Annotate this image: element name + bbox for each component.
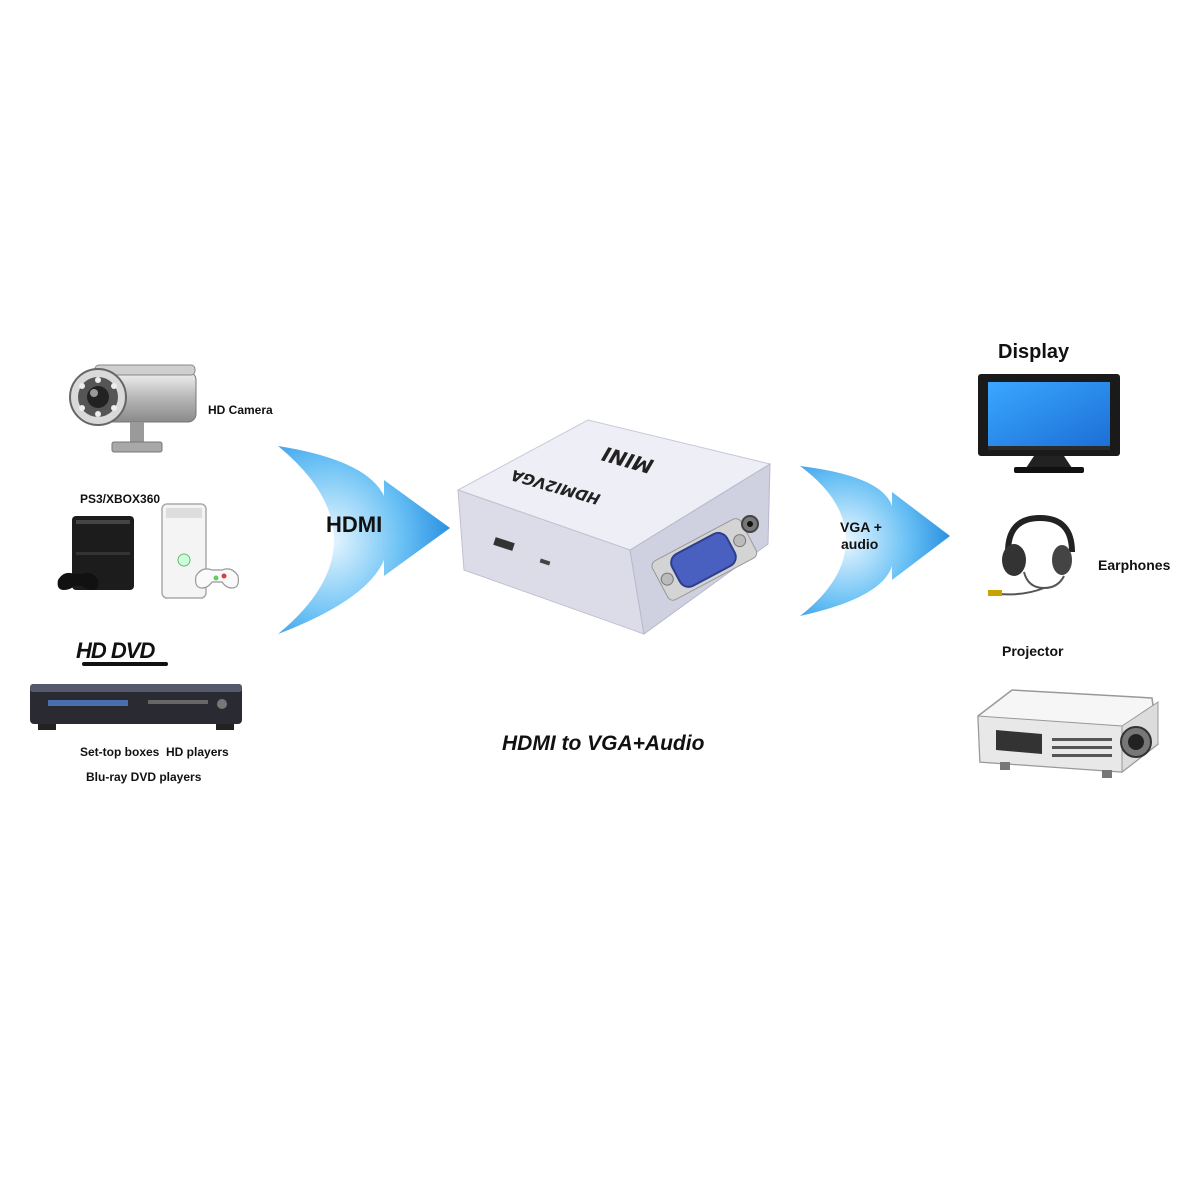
display-label: Display [998,341,1070,363]
set-top-boxes-label: Set-top boxes HD players [80,745,229,759]
display-icon [978,374,1120,473]
blu-ray-label: Blu-ray DVD players [86,770,202,784]
hd-camera-label: HD Camera [208,403,273,417]
ps3-console-icon [57,516,134,590]
hd-dvd-logo: HD DVD [76,638,155,663]
converter-device [456,419,772,635]
hdmi-arrow [278,446,450,634]
output-devices: Display Earphones Projector [940,0,1200,1200]
hd-dvd-logo-underline [82,662,168,666]
diagram-caption: HDMI to VGA+Audio [502,732,705,755]
xbox-console-icon [161,503,239,599]
vga-audio-label-line2: audio [841,536,879,552]
consoles-label: PS3/XBOX360 [80,492,161,506]
projector-label: Projector [1002,643,1064,659]
earphones-icon [988,514,1075,596]
projector-icon [977,689,1159,778]
vga-audio-arrow [800,466,950,616]
input-sources: HD Camera PS3/XBOX360 HD DVD Set-top box… [0,0,300,1200]
camera-icon [69,364,197,453]
earphones-label: Earphones [1098,557,1171,573]
hdmi-arrow-label: HDMI [326,512,383,537]
dvd-player-icon [30,684,242,730]
vga-audio-label-line1: VGA + [840,519,882,535]
